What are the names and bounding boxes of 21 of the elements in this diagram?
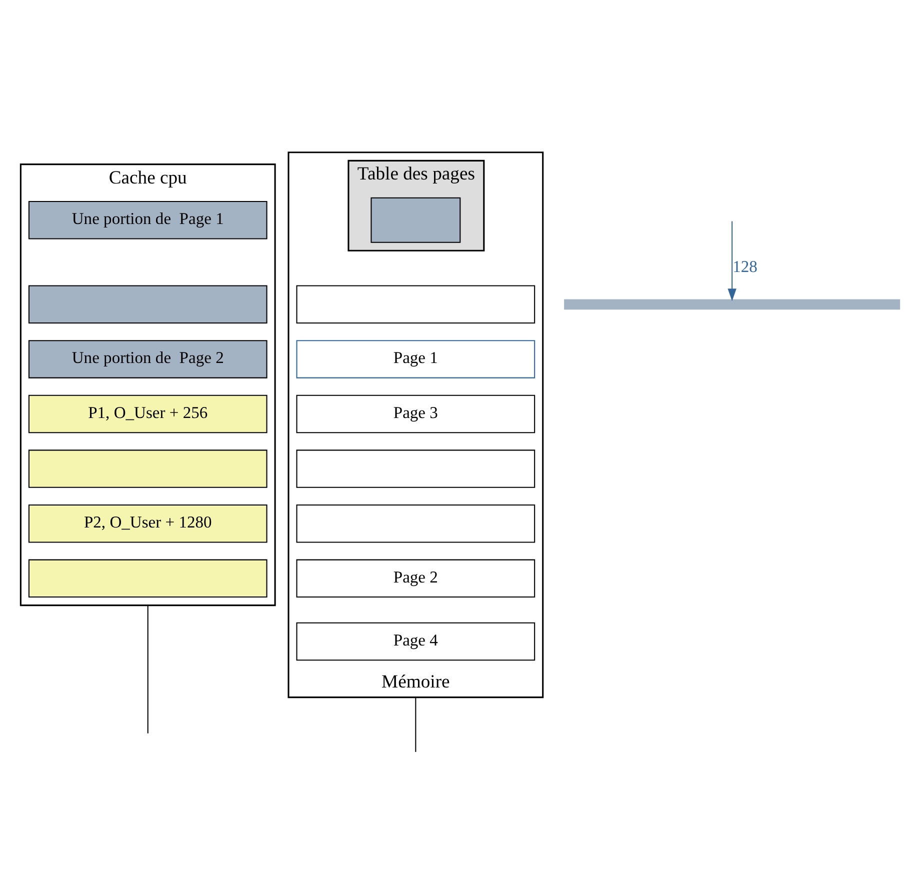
node-box — [370, 196, 461, 242]
connector — [147, 604, 148, 733]
edge-label: 128 — [732, 256, 758, 276]
node-box: Une portion de Page 2 — [28, 340, 268, 378]
node-box — [28, 284, 268, 324]
node-box — [296, 504, 536, 542]
node-box: Page 3 — [296, 394, 536, 433]
node-box — [296, 284, 536, 324]
arrow — [728, 220, 736, 301]
node-box: Page 2 — [296, 558, 536, 598]
node-box: P1, O_User + 256 — [28, 394, 268, 433]
node-box: P2, O_User + 1280 — [28, 504, 268, 542]
node-box: Page 4 — [296, 622, 536, 660]
connector — [415, 696, 416, 752]
node-box — [28, 558, 268, 598]
node-box — [28, 449, 268, 488]
cluster: Table des pages — [348, 159, 485, 251]
node-box: Page 1 — [296, 340, 536, 378]
node-box: Une portion de Page 1 — [28, 200, 268, 239]
node-bar — [564, 298, 900, 310]
node-box — [296, 449, 536, 488]
